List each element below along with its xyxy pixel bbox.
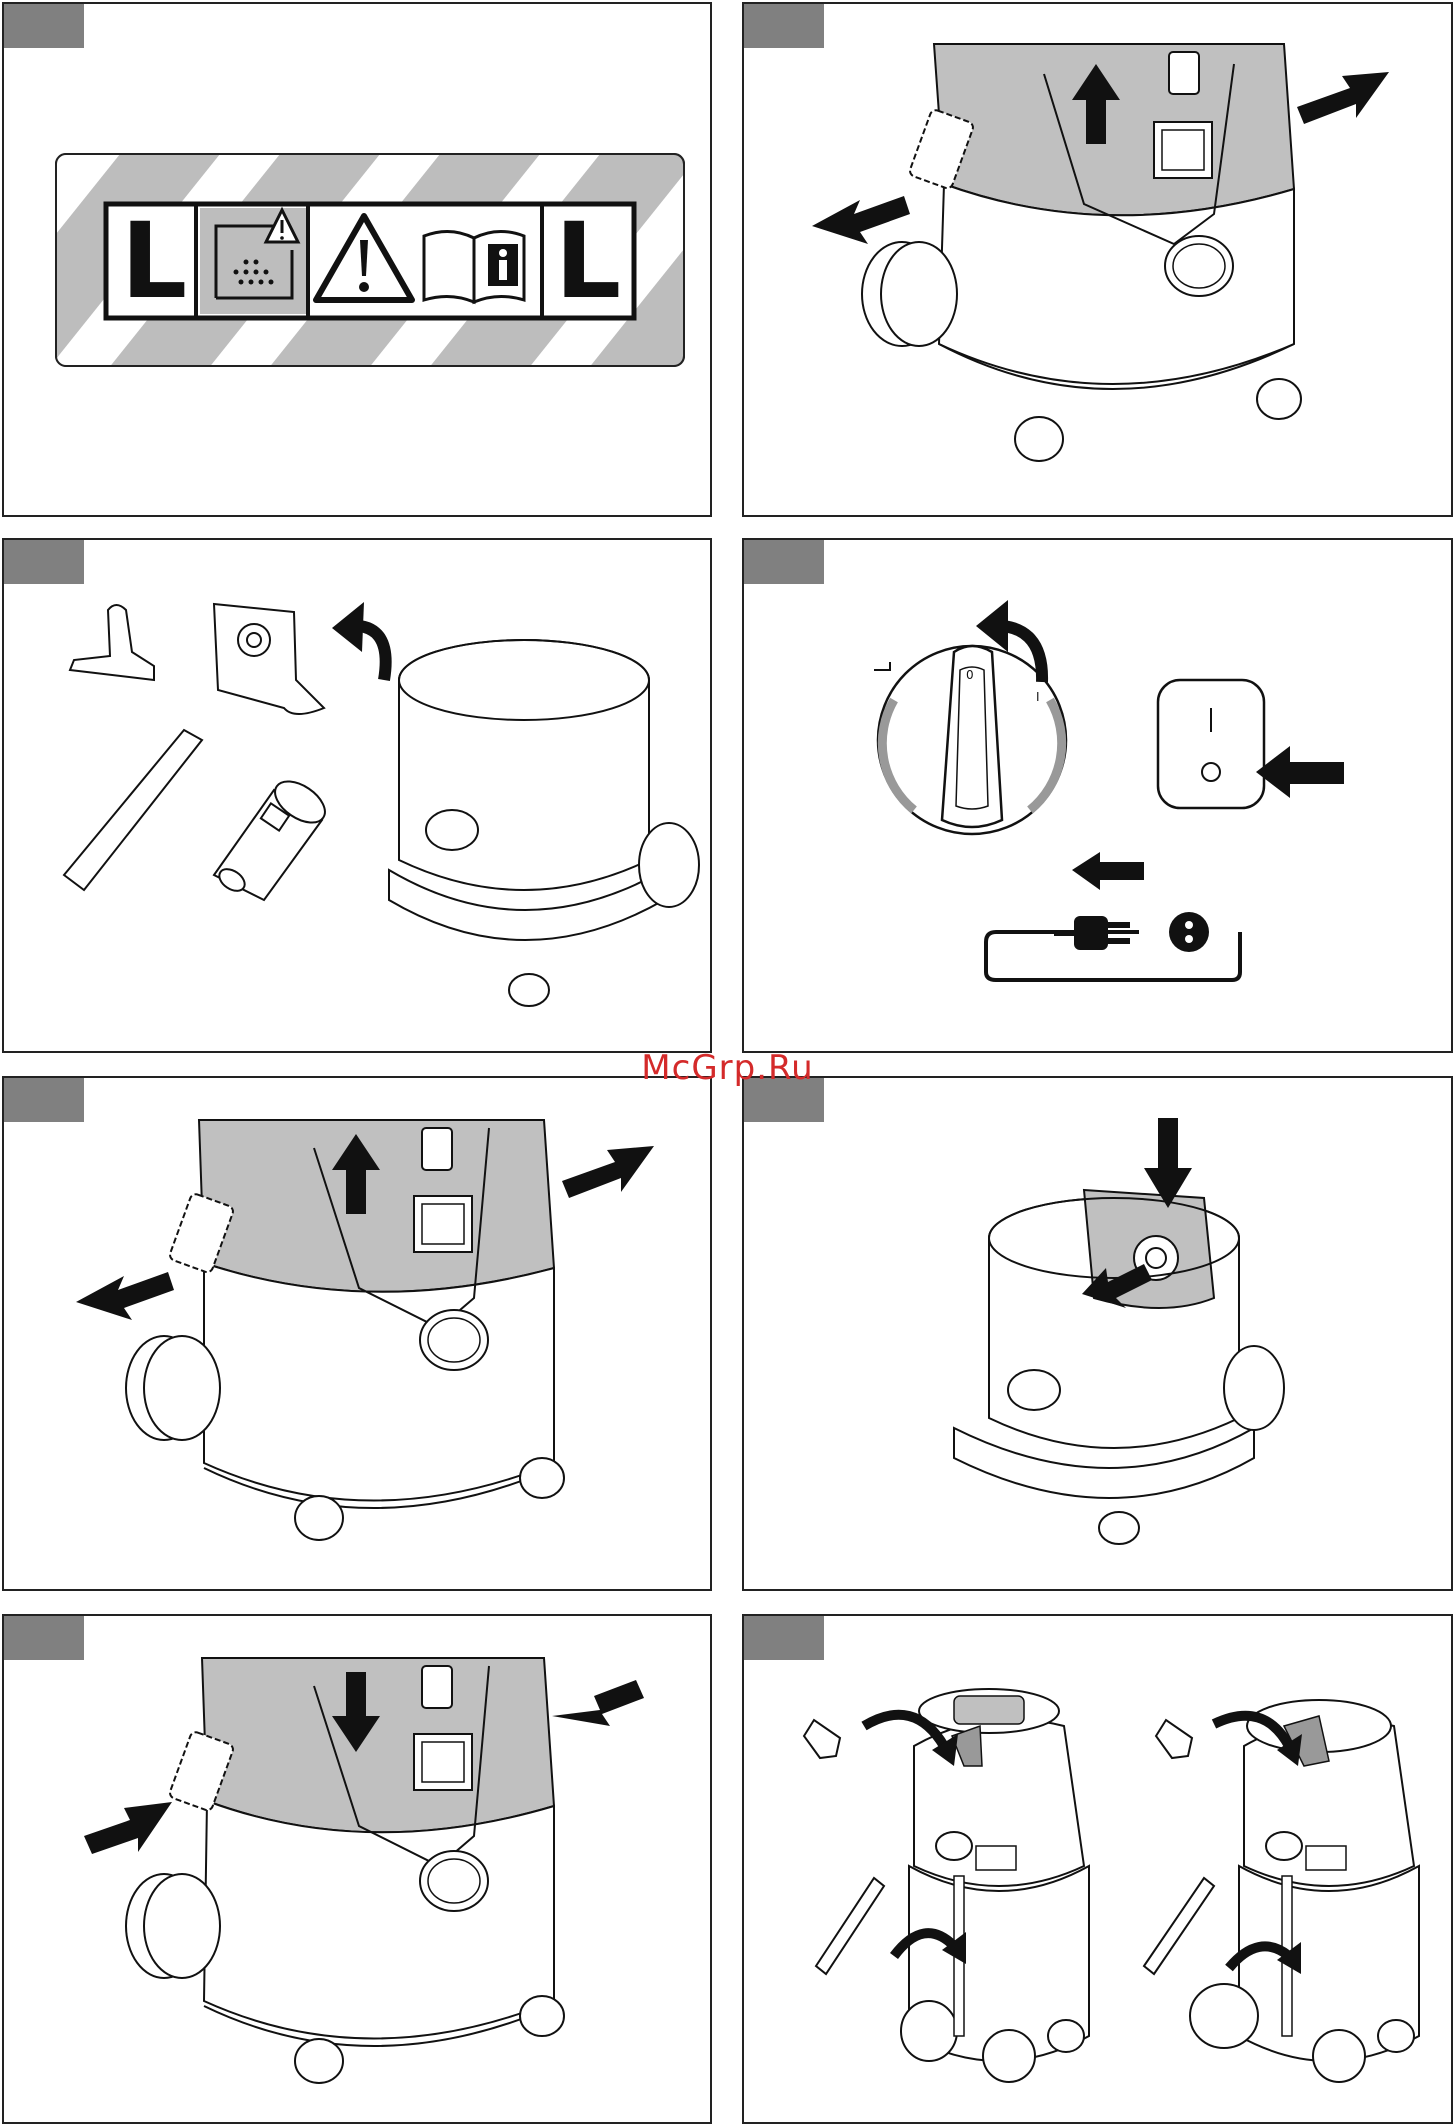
arrow-right-icon (84, 1802, 172, 1854)
extension-tube-icon (816, 1878, 884, 1974)
accessories-illustration (4, 540, 712, 1053)
curved-arrow-icon (332, 602, 386, 680)
power-button (1158, 680, 1264, 808)
dust-warning-icon (216, 210, 298, 298)
extension-tube-icon (1144, 1878, 1214, 1974)
arrow-left-icon (76, 1272, 174, 1320)
crevice-nozzle-icon (804, 1720, 840, 1758)
crevice-nozzle-icon (70, 605, 154, 680)
arrow-left-icon (552, 1680, 644, 1726)
panel-5 (2, 1076, 712, 1591)
vacuum-left (901, 1689, 1089, 2082)
panel-1: L L (2, 2, 712, 517)
filter-bag-insertion-illustration (744, 1078, 1453, 1591)
power-indicator-icon (1169, 912, 1209, 952)
manual-info-icon (424, 231, 524, 302)
arrow-left-icon (1256, 746, 1344, 798)
panel-6 (742, 1076, 1453, 1591)
switch-illustration (744, 540, 1453, 1053)
vacuum-right (1190, 1700, 1419, 2082)
arrow-right-icon (1297, 72, 1389, 124)
vacuum-head-attach-illustration (4, 1616, 712, 2124)
arrow-right-icon (562, 1146, 654, 1198)
watermark-text: McGrp.Ru (0, 1048, 1455, 1088)
panel-7 (2, 1614, 712, 2124)
crevice-nozzle-icon (1156, 1720, 1192, 1758)
panel-3 (2, 538, 712, 1053)
vacuum-head-removal-illustration (744, 4, 1453, 517)
panel-2 (742, 2, 1453, 517)
panel-4: 0 I (742, 538, 1453, 1053)
filter-bag-icon (214, 604, 324, 714)
vacuum-head-removal-illustration (4, 1078, 712, 1591)
dial-mark-on: I (1036, 690, 1040, 704)
arrow-left-icon (812, 196, 910, 244)
label-icons (4, 4, 712, 517)
extension-tube-icon (64, 730, 202, 890)
arrow-left-icon (1072, 852, 1144, 890)
warning-triangle-icon (316, 216, 412, 300)
dial-mark-off: 0 (966, 668, 974, 682)
accessory-storage-illustration (744, 1616, 1453, 2124)
hose-adaptor-icon (214, 773, 332, 900)
panel-8 (742, 1614, 1453, 2124)
